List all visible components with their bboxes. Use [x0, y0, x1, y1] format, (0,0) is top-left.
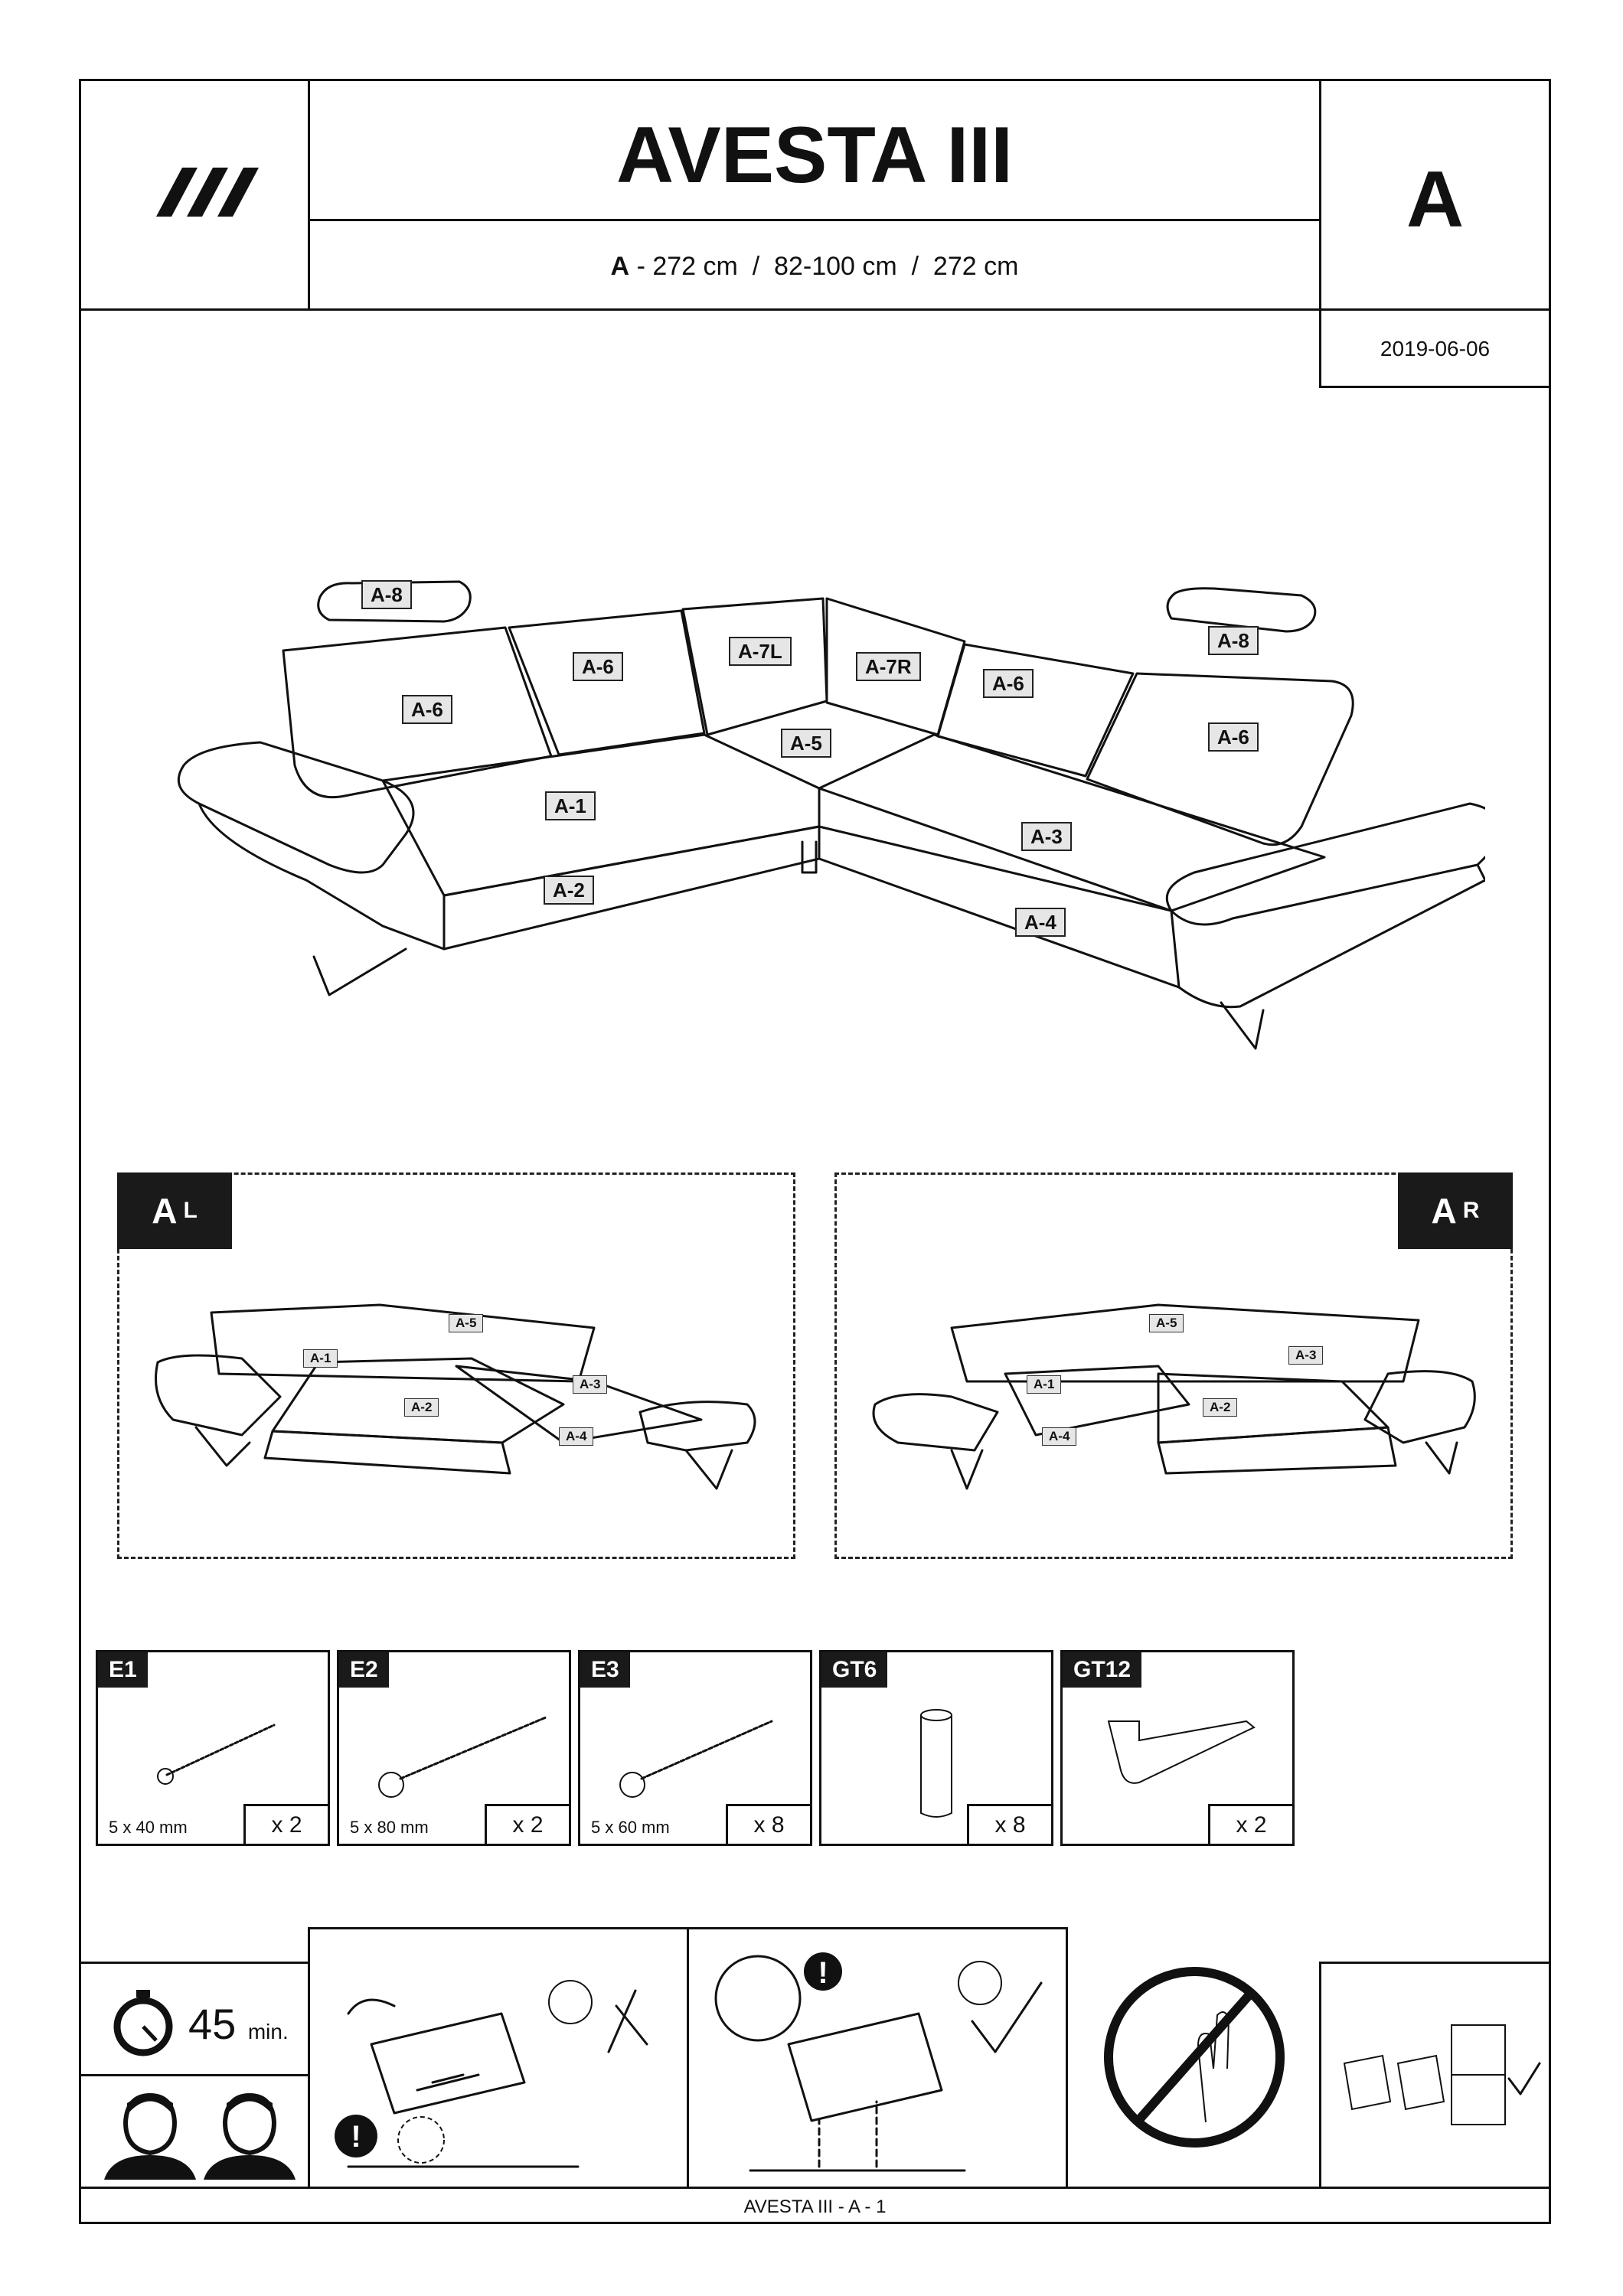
title-box: AVESTA III: [308, 79, 1321, 221]
persons-box: [79, 2074, 310, 2189]
hardware-gt6: GT6 x 8: [819, 1650, 1053, 1846]
part-label-a7l: A-7L: [729, 637, 792, 666]
sofa-main-drawing: [177, 580, 1485, 1050]
part-label-a6-2: A-6: [573, 652, 623, 681]
furniture-leg-icon: [920, 1709, 952, 1818]
two-persons-icon: [104, 2092, 296, 2180]
hardware-qty: x 2: [243, 1804, 328, 1844]
part-label-a6-3: A-6: [983, 669, 1034, 698]
hardware-code: E2: [339, 1652, 389, 1688]
right-label-a4: A-4: [1042, 1427, 1077, 1446]
assembly-time: 45 min.: [188, 1999, 289, 2049]
hardware-qty: x 8: [726, 1804, 810, 1844]
date-box: 2019-06-06: [1319, 308, 1551, 388]
hardware-qty: x 8: [967, 1804, 1051, 1844]
stopwatch-icon: [113, 1990, 173, 2056]
screw-icon: [378, 1716, 547, 1798]
hardware-size: 5 x 80 mm: [350, 1818, 429, 1837]
screw-icon: [619, 1720, 773, 1798]
part-label-a8-left: A-8: [361, 580, 412, 609]
dimensions-line: A - 272 cm / 82-100 cm / 272 cm: [310, 252, 1319, 282]
part-label-a1: A-1: [545, 791, 596, 820]
hardware-e1: E1 5 x 40 mm x 2: [96, 1650, 330, 1846]
dimensions-prefix: A: [610, 252, 630, 281]
left-label-a5: A-5: [449, 1314, 484, 1332]
svg-text:!: !: [351, 2120, 361, 2154]
no-children-icon: [1104, 1967, 1285, 2148]
page-frame: [79, 79, 1551, 2224]
left-label-a1: A-1: [303, 1349, 338, 1368]
hardware-qty: x 2: [1208, 1804, 1292, 1844]
left-label-a2: A-2: [404, 1398, 439, 1417]
right-label-a2: A-2: [1203, 1398, 1238, 1417]
recycle-packaging-icon: [1343, 2024, 1541, 2125]
assembly-time-box: 45 min.: [79, 1962, 310, 2076]
part-label-a6-4: A-6: [1208, 722, 1259, 752]
bracket-leg-icon: [1107, 1720, 1256, 1784]
warning-right-box: !: [687, 1927, 1068, 2189]
sofa-right-variant-drawing: [872, 1303, 1476, 1490]
packaging-box: [1319, 1962, 1551, 2189]
hardware-size: 5 x 40 mm: [109, 1818, 188, 1837]
hardware-e3: E3 5 x 60 mm x 8: [578, 1650, 812, 1846]
hardware-size: 5 x 60 mm: [591, 1818, 670, 1837]
hardware-code: GT6: [821, 1652, 888, 1688]
hardware-e2: E2 5 x 80 mm x 2: [337, 1650, 571, 1846]
right-label-a5: A-5: [1149, 1314, 1184, 1332]
screw-icon: [157, 1724, 276, 1785]
assembly-time-value: 45: [188, 2000, 237, 2048]
left-label-a4: A-4: [559, 1427, 594, 1446]
dimensions-values: - 272 cm / 82-100 cm / 272 cm: [636, 252, 1019, 281]
right-label-a1: A-1: [1027, 1375, 1062, 1394]
left-label-a3: A-3: [573, 1375, 608, 1394]
warning-wrong-box: !: [308, 1927, 689, 2189]
hardware-code: E3: [580, 1652, 630, 1688]
incorrect-lifting-illustration: !: [335, 1980, 648, 2168]
svg-text:!: !: [818, 1956, 828, 1990]
hardware-qty: x 2: [485, 1804, 569, 1844]
hardware-code: E1: [98, 1652, 148, 1688]
part-label-a8-right: A-8: [1208, 626, 1259, 655]
sofa-left-variant-drawing: [155, 1303, 756, 1490]
right-label-a3: A-3: [1288, 1346, 1324, 1365]
footer-bar: AVESTA III - A - 1: [79, 2187, 1551, 2224]
footer-text: AVESTA III - A - 1: [743, 2197, 887, 2217]
part-label-a6-1: A-6: [402, 695, 452, 724]
part-label-a3: A-3: [1021, 822, 1072, 851]
hardware-code: GT12: [1063, 1652, 1142, 1688]
date-text: 2019-06-06: [1380, 337, 1491, 360]
hardware-gt12: GT12 x 2: [1060, 1650, 1295, 1846]
brand-logo-icon: [156, 168, 259, 217]
assembly-time-unit: min.: [247, 2020, 289, 2043]
dimensions-box: A - 272 cm / 82-100 cm / 272 cm: [308, 219, 1321, 311]
part-label-a2: A-2: [544, 876, 594, 905]
variant-box: A: [1319, 79, 1551, 311]
document-title: AVESTA III: [616, 111, 1014, 200]
part-label-a4: A-4: [1015, 908, 1066, 937]
part-label-a5: A-5: [781, 729, 831, 758]
correct-lifting-illustration: !: [714, 1952, 1043, 2172]
variant-letter: A: [1406, 155, 1465, 244]
part-label-a7r: A-7R: [856, 652, 921, 681]
no-children-area: [1068, 1927, 1321, 2189]
logo-box: [79, 79, 310, 311]
